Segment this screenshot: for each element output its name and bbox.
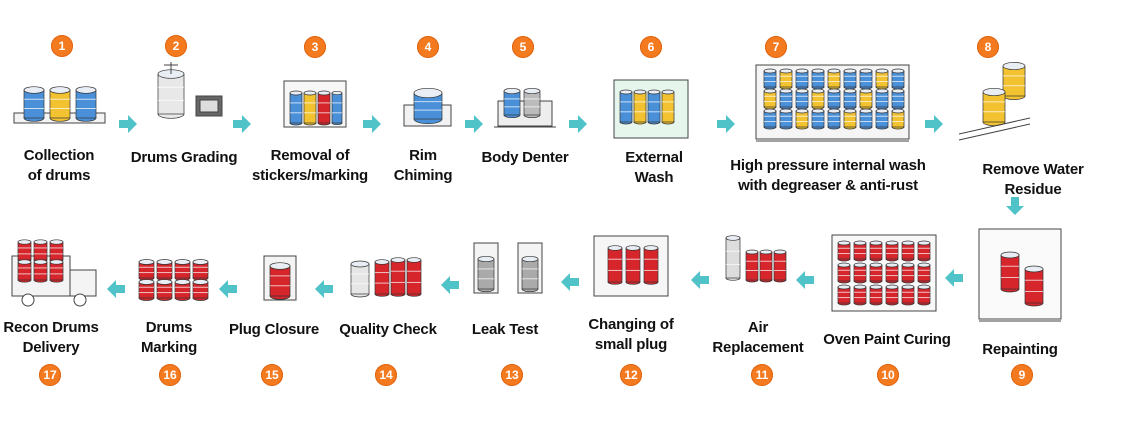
step-number-badge: 9 [1011,364,1033,386]
flow-arrow-icon [796,271,814,289]
flow-arrow-icon [465,115,483,133]
step-number-badge: 15 [261,364,283,386]
step-label: Plug Closure [228,321,320,338]
step-label: Leak Test [471,321,539,338]
step-label: Changing of small plug [588,316,674,353]
step-number-badge: 11 [751,364,773,386]
step-number-badge: 8 [977,36,999,58]
plug-change-icon [593,235,669,297]
step-label: Body Denter [481,149,569,166]
step-number-badge: 7 [765,36,787,58]
air-replacement-icon [725,235,787,283]
drum-grading-icon [157,62,223,119]
flow-arrow-icon [925,115,943,133]
flow-arrow-icon [363,115,381,133]
step-number-badge: 12 [620,364,642,386]
delivery-truck-icon [11,239,97,307]
flow-arrow-icon [1006,197,1024,215]
step-label: Air Replacement [712,319,804,356]
step-number-badge: 13 [501,364,523,386]
flow-arrow-icon [315,280,333,298]
step-number-badge: 14 [375,364,397,386]
oven-curing-icon [831,234,937,312]
step-label: Quality Check [339,321,437,338]
step-label: Repainting [982,341,1058,358]
sticker-removal-icon [283,80,347,128]
quality-check-icon [350,257,422,298]
flow-arrow-icon [441,276,459,294]
step-number-badge: 4 [417,36,439,58]
external-wash-icon [613,79,689,139]
drum-collection-icon [13,86,106,124]
step-label: Removal of stickers/marking [251,147,369,184]
plug-closure-icon [263,255,297,301]
body-denter-icon [494,87,556,128]
step-label: High pressure internal wash with degreas… [730,157,926,194]
step-label: Recon Drums Delivery [3,319,99,356]
flow-arrow-icon [561,273,579,291]
step-label: Rim Chiming [393,147,453,184]
internal-wash-icon [755,64,910,142]
step-label: Remove Water Residue [982,161,1084,198]
step-number-badge: 5 [512,36,534,58]
drum-marking-icon [138,259,209,301]
flow-arrow-icon [219,280,237,298]
step-number-badge: 6 [640,36,662,58]
flow-arrow-icon [691,271,709,289]
step-number-badge: 10 [877,364,899,386]
water-residue-icon [958,62,1031,141]
step-label: Oven Paint Curing [823,331,951,348]
flow-arrow-icon [945,269,963,287]
flow-arrow-icon [119,115,137,133]
step-number-badge: 16 [159,364,181,386]
step-number-badge: 17 [39,364,61,386]
step-number-badge: 2 [165,35,187,57]
step-number-badge: 3 [304,36,326,58]
leak-test-icon [473,242,543,294]
step-number-badge: 1 [51,35,73,57]
rim-chiming-icon [403,87,452,127]
step-label: Collection of drums [23,147,95,184]
step-label: Drums Grading [130,149,238,166]
flow-arrow-icon [717,115,735,133]
flow-arrow-icon [107,280,125,298]
step-label: External Wash [625,149,683,186]
flow-arrow-icon [569,115,587,133]
step-label: Drums Marking [140,319,198,356]
flow-arrow-icon [233,115,251,133]
repainting-icon [978,228,1062,322]
